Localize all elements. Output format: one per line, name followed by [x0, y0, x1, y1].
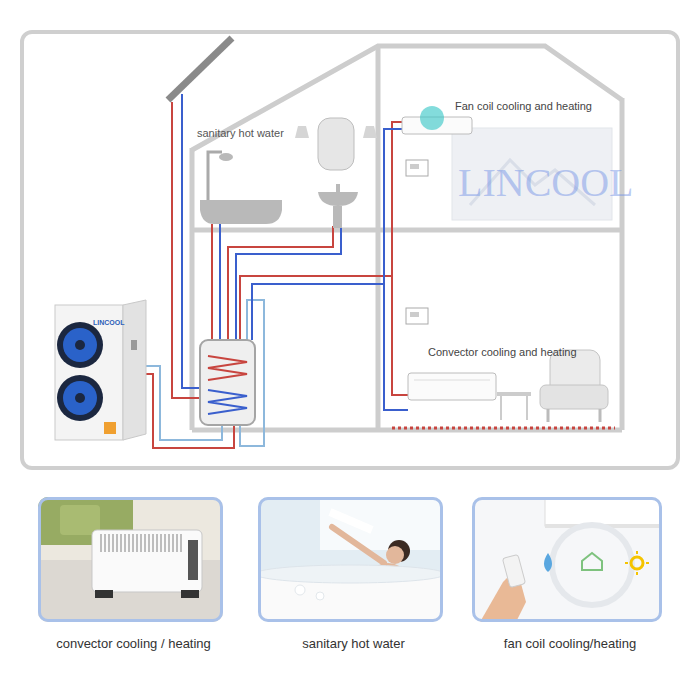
table-leg — [526, 396, 528, 420]
convector-photo — [38, 497, 223, 622]
window — [320, 500, 440, 550]
sink-pedestal — [333, 206, 342, 228]
living-rooms — [402, 106, 612, 422]
energy-sticker — [104, 422, 116, 434]
shower-pipe — [208, 152, 222, 200]
floor-line — [192, 428, 622, 433]
cold-pipe — [219, 224, 221, 340]
bubble — [316, 592, 324, 600]
wall-line — [620, 98, 625, 430]
pipe-port — [131, 340, 137, 350]
water-tank — [200, 340, 255, 425]
wall-lamp — [295, 126, 309, 138]
photo-panel: convector cooling / heating — [38, 497, 223, 622]
highlight-dot — [420, 106, 444, 130]
hot-pipe — [172, 102, 200, 398]
thermostat-screen — [410, 164, 419, 169]
heat-pump-unit: LINCOOL — [55, 305, 146, 440]
water-heater — [318, 118, 354, 170]
face — [386, 546, 404, 564]
panel-caption: fan coil cooling/heating — [465, 637, 675, 652]
section-label: Convector cooling and heating — [428, 346, 577, 359]
photo-wall — [38, 497, 223, 622]
bath-photo — [258, 497, 443, 622]
tank-coil — [208, 356, 247, 380]
thermostat-screen — [410, 312, 419, 317]
mode-ring — [552, 525, 632, 605]
solar-panel — [168, 38, 232, 100]
hot-pipe — [211, 224, 213, 340]
convector-unit — [408, 373, 496, 400]
fan-coil-photo — [472, 497, 662, 622]
sun-rays — [625, 551, 649, 575]
remote — [502, 554, 525, 587]
sink-basin — [318, 192, 358, 206]
ac-unit — [545, 498, 662, 526]
pipes — [145, 94, 408, 448]
section-label: sanitary hot water — [197, 127, 284, 140]
floor-heating — [392, 427, 615, 430]
panel-caption: convector cooling / heating — [31, 637, 236, 652]
section-label: Fan coil cooling and heating — [455, 100, 592, 113]
photo-panel: fan coil cooling/heating — [472, 497, 662, 622]
side-table — [497, 392, 531, 396]
convector-vent — [414, 380, 490, 381]
outer-frame — [22, 32, 678, 468]
bathtub — [200, 200, 282, 224]
fan-hub — [75, 340, 85, 350]
table-leg — [500, 396, 502, 420]
sun-icon — [631, 557, 643, 569]
drop-icon — [544, 553, 552, 572]
watermark: LINCOOL — [458, 160, 634, 206]
raised-arm — [332, 527, 384, 563]
tub-rim — [258, 565, 443, 583]
unit-side — [123, 300, 146, 440]
fan-blade — [63, 328, 97, 362]
photo-wall — [258, 497, 443, 622]
convector-heater — [92, 530, 202, 592]
faucet — [336, 184, 340, 192]
panel-caption: sanitary hot water — [251, 637, 456, 652]
fan-hub — [75, 393, 85, 403]
tank-coil — [208, 390, 247, 414]
floor-line — [192, 228, 622, 233]
photo-wall — [472, 497, 662, 622]
brand-text: LINCOOL — [93, 319, 125, 327]
fan-blade — [63, 381, 97, 415]
heater-controls — [188, 540, 198, 580]
fan — [57, 322, 103, 368]
cold-pipe — [384, 284, 408, 410]
armchair-leg — [599, 409, 602, 422]
photo-panel: sanitary hot water — [258, 497, 443, 622]
heater-foot — [95, 590, 113, 598]
heater-grill — [98, 534, 184, 552]
thermostat — [406, 160, 428, 176]
heater-foot — [181, 590, 199, 598]
wall-line — [376, 46, 381, 430]
heat-pump-drawing — [55, 300, 146, 440]
armchair-leg — [547, 409, 550, 422]
hot-pipe — [392, 276, 408, 395]
bubble — [295, 585, 305, 595]
thermostat — [406, 308, 428, 324]
shower-head — [219, 153, 233, 161]
house-outline — [192, 46, 622, 430]
armchair-seat — [540, 385, 608, 409]
fan — [57, 375, 103, 421]
house-icon — [582, 553, 602, 570]
tank-body — [200, 340, 255, 425]
wall-lamp — [363, 126, 377, 138]
